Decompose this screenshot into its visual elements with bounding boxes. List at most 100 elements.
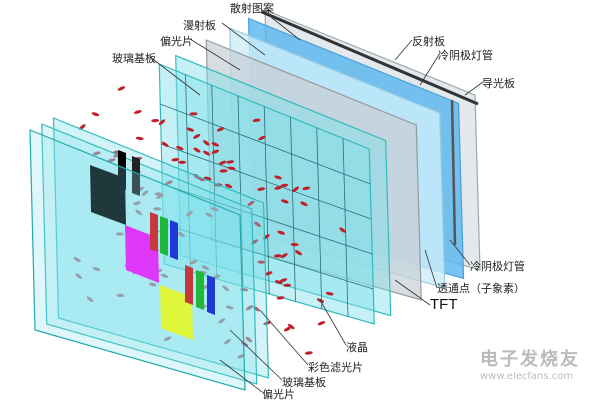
label-diffuser: 漫射板 [183,19,216,32]
label-color-filter: 彩色滤光片 [308,361,363,374]
label-polarizer-back: 偏光片 [160,35,193,48]
leader-line [219,359,263,393]
liquid-crystal-molecule [203,140,210,146]
liquid-crystal-molecule [151,118,160,123]
ccfl-top-lamp [261,10,479,106]
liquid-crystal-molecule [273,254,282,258]
leader-line [464,81,484,96]
subpixel-bar [160,216,168,256]
liquid-crystal-molecule [73,257,81,263]
liquid-crystal-molecule [218,318,226,324]
leader-line [261,9,301,41]
liquid-crystal-molecule [91,112,100,117]
label-polarizer-front: 偏光片 [262,388,295,400]
liquid-crystal-molecule [107,158,116,163]
label-subpixel: 透通点（子象素） [437,282,525,295]
label-light-guide: 导光板 [482,77,515,90]
leader-line [189,38,241,71]
liquid-crystal-molecule [257,260,266,264]
liquid-crystal-molecule [153,207,162,211]
label-liquid-crystal: 液晶 [346,341,368,354]
tft-data-line [237,95,244,287]
liquid-crystal-molecule [277,230,286,235]
liquid-crystal-molecule [247,200,255,207]
liquid-crystal-molecule [75,273,82,279]
liquid-crystal-molecule [252,118,261,122]
liquid-crystal-molecule [92,267,101,271]
liquid-crystal-molecule [161,141,169,148]
subpixel-bar [196,270,204,310]
liquid-crystal-molecule [219,169,228,173]
liquid-crystal-molecule [339,227,346,233]
liquid-crystal-molecule [160,273,169,278]
liquid-crystal-molecule [237,354,245,359]
liquid-crystal-molecule [276,296,285,300]
leader-line [259,309,309,366]
watermark-name: 电子发烧友 [480,349,580,370]
liquid-crystal-molecule [222,285,230,292]
liquid-crystal-molecule [205,212,213,218]
label-scatter-pattern: 散射图案 [230,2,274,15]
liquid-crystal-molecule [254,221,261,227]
liquid-crystal-molecule [246,305,253,311]
leader-line [221,22,266,56]
liquid-crystal-molecule [224,338,231,345]
liquid-crystal-molecule [186,127,195,132]
liquid-crystal-molecule [218,160,227,165]
label-ccfl-top: 冷阴极灯管 [438,49,493,62]
liquid-crystal-molecule [283,283,292,287]
liquid-crystal-molecule [165,180,173,185]
tft-data-line [263,106,270,295]
leader-line [424,249,438,289]
liquid-crystal-molecule [186,211,193,217]
liquid-crystal-molecule [304,351,313,355]
subpixel-bar [150,212,158,252]
tft-gate-line [161,143,372,220]
liquid-crystal-molecule [189,112,198,116]
tft-data-line [316,127,323,310]
leader-line [419,52,441,86]
liquid-crystal-molecule [292,186,300,192]
liquid-crystal-molecule [156,194,164,199]
watermark-url: www.elecfans.com [480,371,574,382]
liquid-crystal-molecule [317,321,326,326]
tft-gate-line [163,223,374,290]
liquid-crystal-molecule [227,166,236,171]
liquid-crystal-molecule [193,134,201,139]
tft-data-line [211,85,218,280]
liquid-crystal-molecule [212,274,221,279]
liquid-crystal-molecule [135,209,142,216]
yellow-pixel-block [160,285,193,340]
leader-line [229,329,283,381]
liquid-crystal-molecule [226,160,235,164]
liquid-crystal-molecule [193,147,201,153]
subpixel-bar [185,265,193,305]
liquid-crystal-molecule [86,296,94,302]
liquid-crystal-molecule [225,305,234,310]
subpixel-bar [170,220,178,260]
liquid-crystal-molecule [177,231,185,238]
liquid-crystal-molecule [210,207,219,212]
label-tft: TFT [430,296,458,313]
liquid-crystal-molecule [135,136,144,141]
liquid-crystal-molecule [287,323,295,330]
liquid-crystal-molecule [280,183,289,188]
liquid-crystal-molecule [280,253,288,259]
tft-gate-line [160,103,371,185]
liquid-crystal-molecule [300,201,308,207]
liquid-crystal-molecule [280,199,289,204]
liquid-crystal-molecule [279,278,288,283]
liquid-crystal-molecule [283,326,292,332]
liquid-crystal-molecule [117,86,126,91]
liquid-crystal-molecule [92,151,101,156]
leader-line [394,39,413,61]
liquid-crystal-molecule [245,336,253,343]
liquid-crystal-molecule [163,336,172,341]
tft-data-line [290,117,296,302]
liquid-crystal-molecule [257,187,266,191]
black-pixel-block [90,165,126,225]
subpixel-bar [118,150,126,190]
label-ccfl-bottom: 冷阴极灯管 [470,260,525,273]
leader-line [149,56,201,96]
